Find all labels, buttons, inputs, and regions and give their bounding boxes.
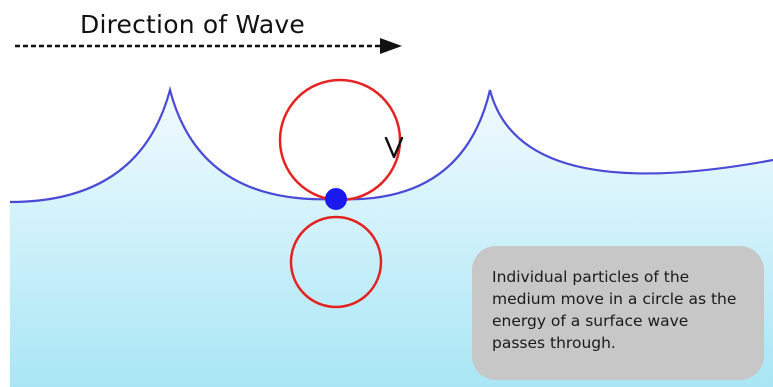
caption-box: Individual particles of the medium move …: [472, 246, 764, 380]
water-particle: [325, 188, 347, 210]
particle-orbit-upper: [280, 80, 400, 200]
direction-arrow-head: [380, 38, 402, 54]
direction-label: Direction of Wave: [80, 10, 305, 39]
caption-text: Individual particles of the medium move …: [492, 266, 742, 354]
